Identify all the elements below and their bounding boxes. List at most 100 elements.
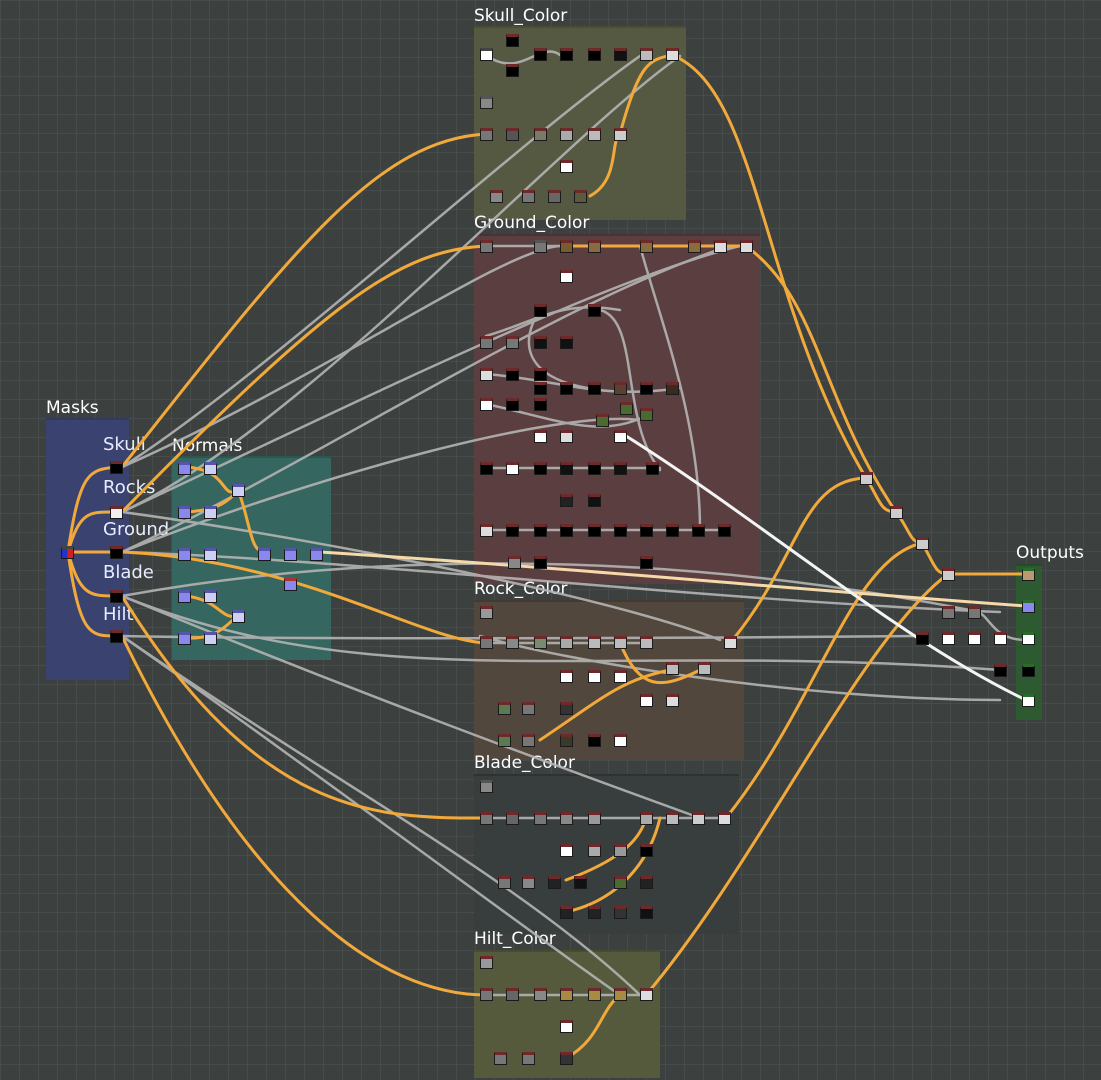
hilt-node[interactable] [480, 956, 493, 969]
ground-node[interactable] [534, 382, 547, 395]
rock-node[interactable] [588, 670, 601, 683]
ground-node[interactable] [688, 240, 701, 253]
ground-node[interactable] [534, 240, 547, 253]
rock-node[interactable] [480, 636, 493, 649]
ground-node[interactable] [480, 524, 493, 537]
rock-node[interactable] [560, 734, 573, 747]
normal-node[interactable] [232, 610, 245, 623]
skull-node[interactable] [534, 128, 547, 141]
skull-node[interactable] [560, 48, 573, 61]
skull-node[interactable] [480, 128, 493, 141]
blade-node[interactable] [640, 876, 653, 889]
mix-node[interactable] [942, 606, 955, 619]
blade-node[interactable] [588, 906, 601, 919]
blade-node[interactable] [640, 844, 653, 857]
rock-node[interactable] [614, 734, 627, 747]
blade-node[interactable] [666, 812, 679, 825]
ground-node[interactable] [534, 462, 547, 475]
ground-node[interactable] [614, 462, 627, 475]
ground-node[interactable] [480, 368, 493, 381]
ground-node[interactable] [614, 524, 627, 537]
blade-node[interactable] [506, 812, 519, 825]
rock-node[interactable] [480, 606, 493, 619]
ground-node[interactable] [718, 524, 731, 537]
ground-node[interactable] [506, 336, 519, 349]
ground-node[interactable] [534, 304, 547, 317]
mask-hilt-node[interactable] [110, 630, 123, 643]
ground-node[interactable] [506, 398, 519, 411]
ground-node[interactable] [508, 556, 521, 569]
rock-node[interactable] [698, 662, 711, 675]
hilt-node[interactable] [494, 1052, 507, 1065]
skull-node[interactable] [588, 48, 601, 61]
mask-rocks-node[interactable] [110, 506, 123, 519]
normal-node[interactable] [284, 578, 297, 591]
rock-node[interactable] [640, 694, 653, 707]
ground-node[interactable] [560, 524, 573, 537]
rock-node[interactable] [724, 636, 737, 649]
ground-node[interactable] [588, 240, 601, 253]
mask-ground-node[interactable] [110, 546, 123, 559]
ground-node[interactable] [740, 240, 753, 253]
ground-node[interactable] [588, 524, 601, 537]
skull-node[interactable] [588, 128, 601, 141]
ground-node[interactable] [560, 382, 573, 395]
blade-node[interactable] [588, 812, 601, 825]
normal-node[interactable] [310, 548, 323, 561]
rock-node[interactable] [560, 702, 573, 715]
hilt-node[interactable] [506, 988, 519, 1001]
ground-node[interactable] [534, 524, 547, 537]
ground-node[interactable] [620, 402, 633, 415]
normal-node[interactable] [204, 548, 217, 561]
ground-node[interactable] [480, 462, 493, 475]
blade-node[interactable] [534, 812, 547, 825]
rock-node[interactable] [614, 636, 627, 649]
normal-node[interactable] [204, 590, 217, 603]
hilt-node[interactable] [522, 1052, 535, 1065]
ground-node[interactable] [560, 430, 573, 443]
blade-node[interactable] [640, 906, 653, 919]
blade-node[interactable] [560, 812, 573, 825]
ground-node[interactable] [560, 494, 573, 507]
ground-node[interactable] [714, 240, 727, 253]
blade-node[interactable] [692, 812, 705, 825]
hilt-node[interactable] [560, 988, 573, 1001]
hilt-node[interactable] [534, 988, 547, 1001]
mix-node[interactable] [916, 632, 929, 645]
skull-node[interactable] [480, 48, 493, 61]
output-metallic-node[interactable] [1022, 664, 1035, 677]
ground-node[interactable] [560, 240, 573, 253]
mix-node[interactable] [968, 606, 981, 619]
ground-node[interactable] [534, 368, 547, 381]
ground-node[interactable] [596, 414, 609, 427]
rock-node[interactable] [666, 662, 679, 675]
ground-node[interactable] [560, 462, 573, 475]
rock-node[interactable] [588, 734, 601, 747]
ground-node[interactable] [588, 494, 601, 507]
ground-node[interactable] [588, 382, 601, 395]
blade-node[interactable] [614, 906, 627, 919]
ground-node[interactable] [560, 270, 573, 283]
rock-node[interactable] [498, 734, 511, 747]
ground-node[interactable] [646, 462, 659, 475]
rock-node[interactable] [534, 636, 547, 649]
hilt-node[interactable] [640, 988, 653, 1001]
skull-node[interactable] [560, 160, 573, 173]
skull-node[interactable] [614, 48, 627, 61]
skull-node[interactable] [614, 128, 627, 141]
normal-node[interactable] [232, 484, 245, 497]
skull-node[interactable] [666, 48, 679, 61]
skull-node[interactable] [640, 48, 653, 61]
blade-node[interactable] [560, 906, 573, 919]
hilt-node[interactable] [560, 1052, 573, 1065]
rock-node[interactable] [614, 670, 627, 683]
rock-node[interactable] [498, 702, 511, 715]
frame-rock-color[interactable] [474, 600, 744, 760]
mix-node[interactable] [968, 632, 981, 645]
ground-node[interactable] [560, 336, 573, 349]
ground-node[interactable] [666, 524, 679, 537]
output-basecolor-node[interactable] [1022, 568, 1035, 581]
rock-node[interactable] [522, 702, 535, 715]
hilt-node[interactable] [614, 988, 627, 1001]
normal-node[interactable] [178, 548, 191, 561]
